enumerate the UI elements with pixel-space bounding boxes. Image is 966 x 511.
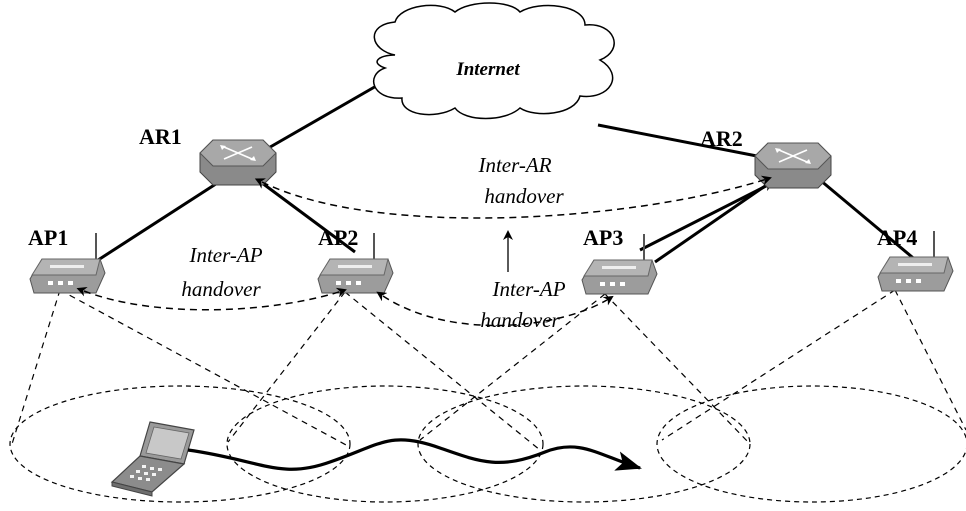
router-ar2	[754, 142, 832, 189]
wireless-access-point-icon	[896, 263, 932, 283]
coverage-area-ap1	[9, 385, 351, 503]
internet-cloud: Internet	[373, 2, 615, 120]
coverage-area-ap3	[417, 385, 751, 503]
backbone-links	[94, 83, 919, 264]
inter-ar-label-line1: Inter-AR	[477, 153, 551, 177]
wireless-access-point-icon	[48, 265, 84, 285]
laptop-icon	[110, 421, 195, 497]
access-point-ap4	[877, 231, 954, 292]
ap2-label: AP2	[318, 225, 358, 250]
ar1-label: AR1	[139, 124, 182, 149]
wireless-access-point-icon	[336, 265, 372, 285]
inter-ap-mid-label-line2: handover	[480, 308, 560, 332]
ap3-label: AP3	[583, 225, 623, 250]
ap1-label: AP1	[28, 225, 68, 250]
inter-ap-left-label-line2: handover	[181, 277, 261, 301]
access-point-ap3	[581, 234, 658, 295]
ap4-label: AP4	[877, 225, 917, 250]
coverage-area-ap2	[226, 385, 544, 503]
coverage-areas	[9, 385, 966, 503]
coverage-area-ap4	[656, 385, 966, 503]
router-icon	[775, 148, 811, 164]
mobility-path-arrow	[187, 438, 642, 471]
inter-ap-handover-arrow-mid	[376, 291, 614, 327]
internet-label: Internet	[455, 59, 520, 80]
inter-ar-label-line2: handover	[484, 184, 564, 208]
inter-ar-handover-arrow	[254, 175, 772, 219]
inter-ap-handover-arrow-left	[76, 287, 347, 311]
inter-ap-left-label-line1: Inter-AP	[188, 243, 262, 267]
access-point-ap1	[29, 233, 106, 294]
router-ar1	[199, 139, 277, 186]
ar2-label: AR2	[700, 126, 743, 151]
wireless-access-point-icon	[600, 266, 636, 286]
router-icon	[220, 145, 256, 161]
inter-ap-mid-label-line1: Inter-AP	[491, 277, 565, 301]
coverage-cones	[11, 289, 966, 451]
